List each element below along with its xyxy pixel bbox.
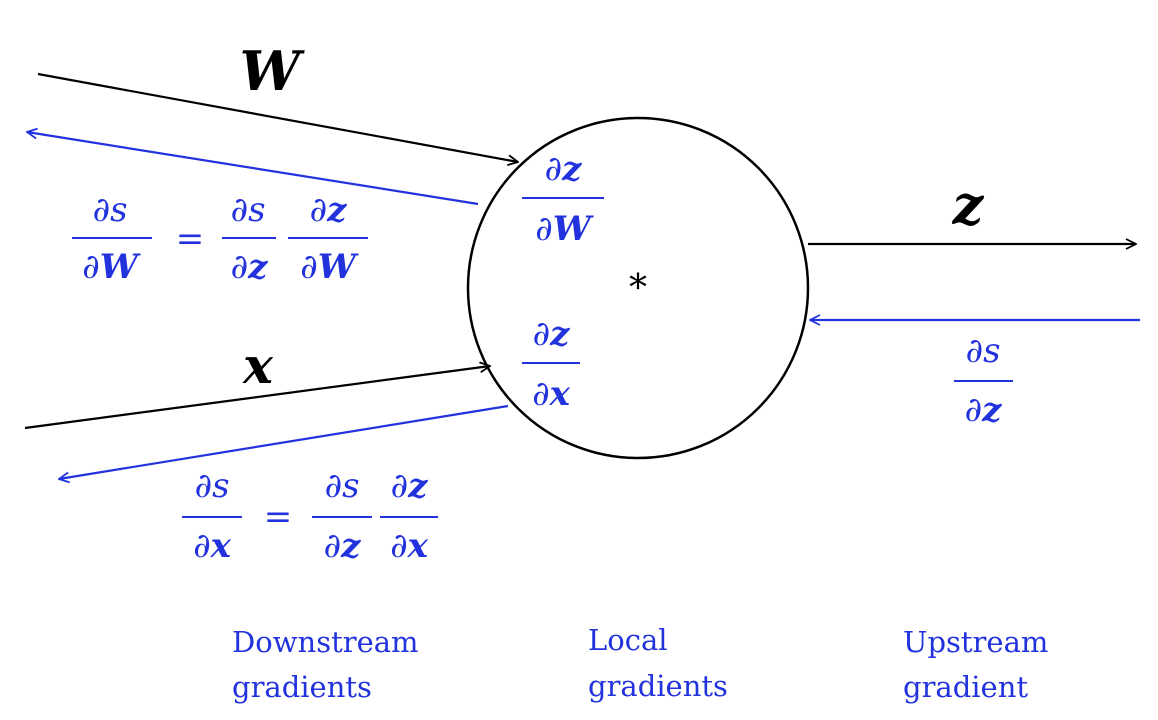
- partial-symbol: ∂: [545, 149, 563, 189]
- svg-text:∂x: ∂x: [390, 526, 429, 566]
- svg-text:∂s: ∂s: [324, 466, 359, 506]
- svg-text:∂s: ∂s: [965, 331, 1000, 371]
- caption-upstream-line1: Upstream: [903, 625, 1048, 659]
- gradient-arrow-w: [27, 132, 479, 206]
- svg-text:∂s: ∂s: [92, 190, 127, 230]
- partial-symbol: ∂: [965, 331, 983, 371]
- svg-text:∂W: ∂W: [300, 247, 359, 287]
- symbol-z: z: [549, 314, 570, 354]
- gradient-arrow-x: [59, 404, 509, 479]
- caption-downstream: Downstream gradients: [232, 625, 419, 704]
- svg-text:∂x: ∂x: [532, 374, 571, 414]
- equals-sign: =: [264, 497, 293, 537]
- caption-upstream-line2: gradient: [903, 670, 1028, 704]
- partial-symbol: ∂: [230, 190, 248, 230]
- partial-symbol: ∂: [92, 190, 110, 230]
- symbol-s: s: [212, 466, 229, 506]
- input-label-x: x: [242, 336, 274, 395]
- downstream-gradient-x-formula: ∂s ∂x = ∂s ∂z ∂z ∂x: [182, 466, 438, 566]
- local-gradient-x: ∂z ∂x: [522, 314, 580, 414]
- symbol-s: s: [110, 190, 127, 230]
- svg-text:∂z: ∂z: [545, 149, 583, 189]
- symbol-s: s: [983, 331, 1000, 371]
- symbol-w: W: [318, 247, 359, 287]
- caption-local-line1: Local: [588, 623, 668, 657]
- caption-local: Local gradients: [588, 623, 728, 703]
- svg-text:∂z: ∂z: [324, 526, 362, 566]
- symbol-z: z: [981, 390, 1002, 430]
- partial-symbol: ∂: [532, 374, 550, 414]
- partial-symbol: ∂: [965, 390, 983, 430]
- symbol-z: z: [407, 466, 428, 506]
- symbol-z: z: [340, 526, 361, 566]
- svg-text:∂z: ∂z: [391, 466, 429, 506]
- partial-symbol: ∂: [533, 314, 551, 354]
- symbol-x: x: [549, 374, 571, 414]
- partial-symbol: ∂: [193, 526, 211, 566]
- symbol-w: W: [100, 247, 141, 287]
- operator-symbol: *: [629, 268, 647, 309]
- caption-local-line2: gradients: [588, 669, 728, 703]
- symbol-x: x: [407, 526, 429, 566]
- output-label-z: z: [952, 173, 985, 237]
- symbol-z: z: [326, 190, 347, 230]
- upstream-gradient: ∂s ∂z: [954, 331, 1013, 430]
- partial-symbol: ∂: [324, 466, 342, 506]
- partial-symbol: ∂: [310, 190, 328, 230]
- svg-text:∂z: ∂z: [533, 314, 571, 354]
- downstream-gradient-w-formula: ∂s ∂W = ∂s ∂z ∂z ∂W: [72, 190, 368, 287]
- symbol-x: x: [210, 526, 232, 566]
- partial-symbol: ∂: [391, 466, 409, 506]
- forward-arrow-x: [24, 366, 490, 430]
- symbol-z: z: [247, 247, 268, 287]
- partial-symbol: ∂: [82, 247, 100, 287]
- partial-symbol: ∂: [194, 466, 212, 506]
- partial-symbol: ∂: [390, 526, 408, 566]
- operation-node: [466, 116, 810, 460]
- equals-sign: =: [176, 219, 205, 259]
- svg-text:∂s: ∂s: [230, 190, 265, 230]
- svg-text:∂W: ∂W: [82, 247, 141, 287]
- symbol-s: s: [248, 190, 265, 230]
- symbol-z: z: [561, 149, 582, 189]
- symbol-w: W: [553, 209, 594, 249]
- forward-arrow-w: [37, 72, 518, 162]
- svg-text:∂x: ∂x: [193, 526, 232, 566]
- svg-text:∂s: ∂s: [194, 466, 229, 506]
- caption-downstream-line1: Downstream: [232, 625, 419, 659]
- input-label-w: W: [240, 39, 306, 103]
- partial-symbol: ∂: [535, 209, 553, 249]
- local-gradient-w: ∂z ∂W: [522, 149, 604, 249]
- svg-text:∂W: ∂W: [535, 209, 594, 249]
- partial-symbol: ∂: [231, 247, 249, 287]
- caption-upstream: Upstream gradient: [903, 625, 1048, 704]
- partial-symbol: ∂: [300, 247, 318, 287]
- symbol-s: s: [342, 466, 359, 506]
- svg-text:∂z: ∂z: [310, 190, 348, 230]
- caption-downstream-line2: gradients: [232, 670, 372, 704]
- svg-text:∂z: ∂z: [231, 247, 269, 287]
- partial-symbol: ∂: [324, 526, 342, 566]
- svg-text:∂z: ∂z: [965, 390, 1003, 430]
